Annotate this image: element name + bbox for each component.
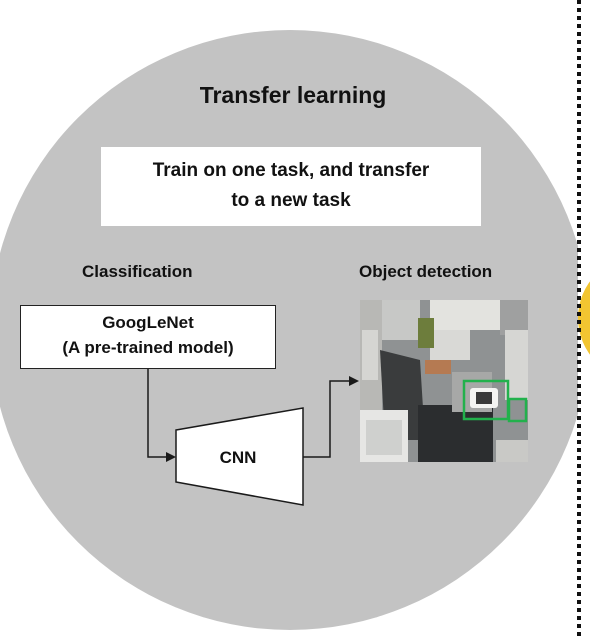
cnn-trapezoid — [175, 407, 304, 506]
subtitle-line-1: Train on one task, and transfer — [152, 160, 430, 181]
detection-box-small — [507, 397, 528, 423]
cnn-label: CNN — [219, 448, 257, 467]
subtitle-box — [101, 147, 481, 226]
source-task-label: Classification — [82, 262, 193, 281]
arrow-model-to-cnn — [147, 369, 176, 462]
aerial-photo — [360, 300, 528, 462]
target-task-label: Object detection — [359, 262, 493, 281]
pretrained-model-box — [20, 305, 276, 369]
subtitle-line-2: to a new task — [231, 190, 351, 211]
diagram-title: Transfer learning — [199, 82, 387, 108]
pretrained-model-note: (A pre-trained model) — [62, 338, 234, 357]
pretrained-model-name: GoogLeNet — [102, 313, 194, 332]
arrow-cnn-to-detection — [303, 376, 359, 458]
